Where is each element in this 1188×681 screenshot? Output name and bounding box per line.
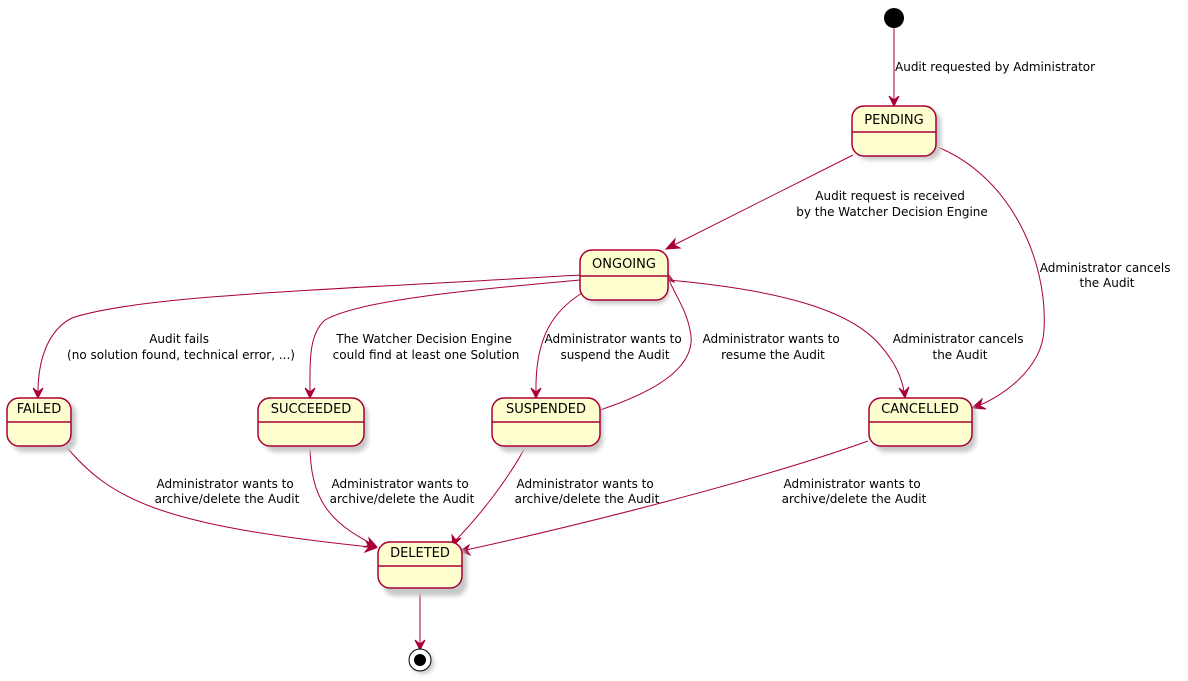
edge-cancelled-to-deleted	[465, 440, 869, 551]
label-suspended-to-deleted: Administrator wants to archive/delete th…	[515, 477, 660, 506]
edge-suspended-to-ongoing	[599, 277, 692, 411]
label-failed-to-deleted: Administrator wants to archive/delete th…	[155, 477, 300, 506]
state-ongoing: ONGOING	[579, 249, 669, 304]
label-ongoing-to-failed: Audit fails (no solution found, technica…	[67, 332, 295, 362]
state-label-failed: FAILED	[17, 402, 61, 417]
edge-failed-to-deleted	[63, 443, 371, 548]
transition-labels: Audit requested by Administrator Audit r…	[67, 60, 1175, 506]
label-ongoing-to-cancelled: Administrator cancels the Audit	[893, 332, 1028, 362]
arrowhead-cancelled-top	[898, 386, 910, 400]
start-node	[884, 8, 904, 28]
edge-pending-to-cancelled	[934, 145, 1045, 408]
arrowhead-suspended-top	[530, 387, 542, 400]
transitions	[32, 28, 1045, 652]
edge-ongoing-to-cancelled	[667, 279, 905, 393]
label-succeeded-to-deleted: Administrator wants to archive/delete th…	[330, 477, 475, 506]
label-suspended-to-ongoing: Administrator wants to resume the Audit	[702, 332, 843, 362]
state-cancelled: CANCELLED	[868, 397, 976, 452]
label-ongoing-to-suspended: Administrator wants to suspend the Audit	[544, 332, 685, 362]
edge-ongoing-to-failed	[37, 274, 581, 393]
state-pending: PENDING	[851, 105, 941, 160]
edge-pending-to-ongoing	[671, 154, 854, 247]
state-label-cancelled: CANCELLED	[881, 402, 959, 417]
arrowhead-deleted-upper-left	[363, 536, 379, 548]
state-label-deleted: DELETED	[390, 546, 450, 561]
state-label-succeeded: SUCCEEDED	[271, 402, 352, 417]
label-pending-to-cancelled: Administrator cancels the Audit	[1040, 261, 1175, 290]
edge-suspended-to-deleted	[455, 443, 528, 541]
arrowhead-ongoing-top	[664, 237, 682, 250]
arrowhead-end-top	[414, 639, 426, 652]
edge-ongoing-to-suspended	[535, 292, 583, 393]
label-ongoing-to-succeeded: The Watcher Decision Engine could find a…	[333, 332, 520, 362]
arrowhead-failed-top	[32, 387, 44, 400]
arrowhead-deleted-right	[458, 543, 472, 557]
label-cancelled-to-deleted: Administrator wants to archive/delete th…	[782, 477, 927, 506]
state-suspended: SUSPENDED	[491, 397, 603, 452]
state-label-suspended: SUSPENDED	[506, 402, 586, 417]
edge-ongoing-to-succeeded	[309, 279, 581, 393]
state-failed: FAILED	[6, 397, 76, 452]
state-deleted: DELETED	[377, 541, 467, 596]
arrowhead-succeeded-top	[304, 387, 316, 400]
arrowhead-cancelled-right	[970, 397, 987, 410]
state-succeeded: SUCCEEDED	[257, 397, 368, 452]
state-label-pending: PENDING	[864, 113, 923, 128]
arrowhead-pending-top	[888, 95, 900, 108]
edge-succeeded-to-deleted	[309, 443, 373, 545]
label-start-to-pending: Audit requested by Administrator	[895, 60, 1095, 74]
label-pending-to-ongoing: Audit request is received by the Watcher…	[796, 189, 988, 219]
state-label-ongoing: ONGOING	[592, 257, 656, 272]
end-node	[408, 648, 434, 674]
